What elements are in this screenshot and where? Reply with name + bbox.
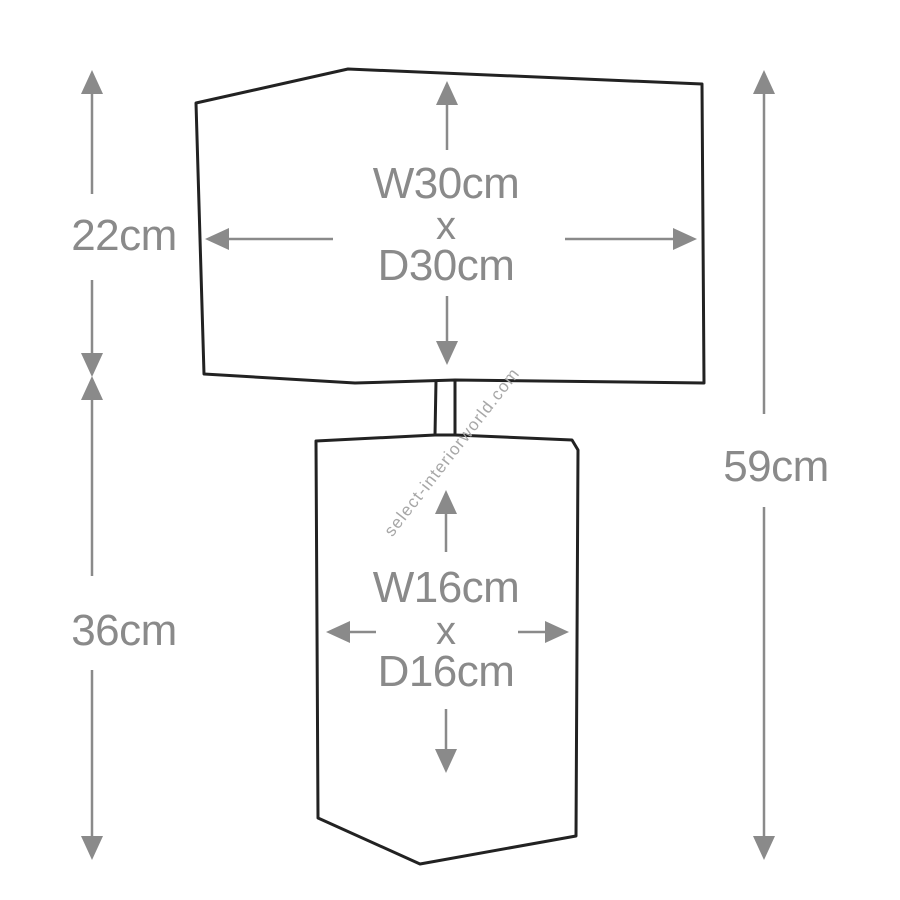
shade-height-arrow <box>81 70 103 377</box>
base-by-symbol: x <box>436 609 456 653</box>
base-height-label: 36cm <box>71 606 177 655</box>
total-height-arrow <box>753 70 775 860</box>
shade-width-arrow <box>205 228 697 250</box>
base-depth-arrow <box>435 490 457 773</box>
lamp-base-outline <box>314 433 580 866</box>
shade-depth-label: D30cm <box>377 241 515 290</box>
base-width-arrow <box>326 621 569 643</box>
base-height-arrow <box>81 376 103 860</box>
shade-width-label: W30cm <box>372 159 520 208</box>
shade-depth-arrow <box>436 81 458 365</box>
shade-height-label: 22cm <box>71 211 177 260</box>
base-width-label: W16cm <box>372 563 520 612</box>
base-depth-label: D16cm <box>377 647 515 696</box>
lamp-shade-outline <box>194 67 706 385</box>
shade-by-symbol: x <box>436 204 456 248</box>
lamp-neck-outline <box>433 379 457 437</box>
total-height-label: 59cm <box>723 442 829 491</box>
